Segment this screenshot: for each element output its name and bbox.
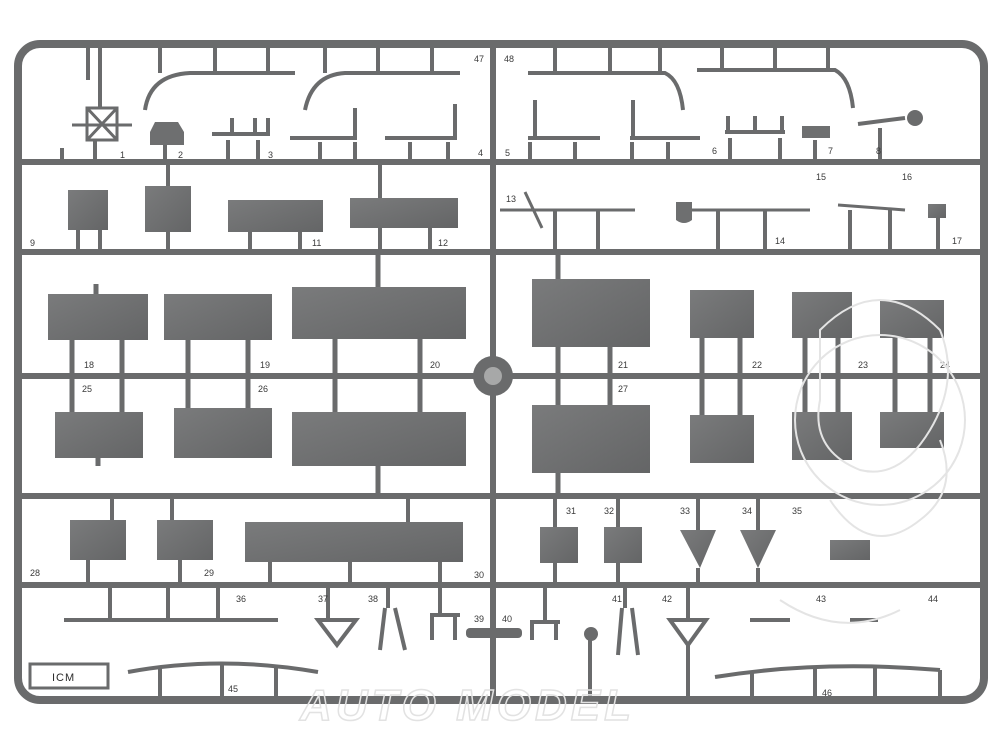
part-number: 1 xyxy=(120,150,125,160)
part-number: 37 xyxy=(318,594,328,604)
part-number: 25 xyxy=(82,384,92,394)
part-number: 26 xyxy=(258,384,268,394)
part-number: 40 xyxy=(502,614,512,624)
part-number: 34 xyxy=(742,506,752,516)
part-number: 44 xyxy=(928,594,938,604)
part-number: 18 xyxy=(84,360,94,370)
row4-panels xyxy=(55,405,944,473)
part-number: 43 xyxy=(816,594,826,604)
part-number: 21 xyxy=(618,360,628,370)
part-number: 14 xyxy=(775,236,785,246)
row5-gates xyxy=(86,496,760,585)
row3-panels xyxy=(48,279,944,347)
part-number: 9 xyxy=(30,238,35,248)
part-number: 35 xyxy=(792,506,802,516)
round-knob xyxy=(584,627,598,641)
sprue-frame xyxy=(14,40,988,704)
part-number: 46 xyxy=(822,688,832,698)
part-number: 15 xyxy=(816,172,826,182)
part-number: 30 xyxy=(474,570,484,580)
part-number: 12 xyxy=(438,238,448,248)
brand-label: ICM xyxy=(52,672,75,684)
part-number: 5 xyxy=(505,148,510,158)
part-number: 27 xyxy=(618,384,628,394)
watermark-text: AUTO MODEL xyxy=(299,681,635,730)
part-number: 17 xyxy=(952,236,962,246)
row2-tools xyxy=(500,191,906,229)
part-number: 45 xyxy=(228,684,238,694)
part-8-round xyxy=(907,110,923,126)
part-7 xyxy=(802,126,830,138)
row2-boxes xyxy=(68,186,946,232)
part-crate-1 xyxy=(72,106,132,142)
part-number: 4 xyxy=(478,148,483,158)
part-number: 29 xyxy=(204,568,214,578)
part-number: 31 xyxy=(566,506,576,516)
part-number: 36 xyxy=(236,594,246,604)
row2-gates xyxy=(76,162,940,252)
part-number: 48 xyxy=(504,54,514,64)
row1-gates xyxy=(60,48,882,162)
part-number: 8 xyxy=(876,146,881,156)
part-number: 39 xyxy=(474,614,484,624)
part-number: 23 xyxy=(858,360,868,370)
part-number: 2 xyxy=(178,150,183,160)
part-2 xyxy=(150,122,184,145)
part-number: 38 xyxy=(368,594,378,604)
row5-parts xyxy=(70,520,870,568)
row1-parts xyxy=(143,68,906,140)
part-number: 42 xyxy=(662,594,672,604)
brand-plate: ICM xyxy=(28,662,110,690)
small-block xyxy=(466,628,522,638)
part-number: 16 xyxy=(902,172,912,182)
part-number: 11 xyxy=(312,238,321,248)
part-number: 28 xyxy=(30,568,40,578)
part-number: 22 xyxy=(752,360,762,370)
part-number: 41 xyxy=(612,594,622,604)
watermark-logo xyxy=(779,299,966,624)
center-hub xyxy=(473,356,513,396)
row6-gates xyxy=(108,585,942,700)
row6-parts xyxy=(64,607,941,679)
part-number: 33 xyxy=(680,506,690,516)
part-number: 32 xyxy=(604,506,614,516)
panel-gates xyxy=(69,252,933,496)
part-number: 19 xyxy=(260,360,270,370)
part-number: 6 xyxy=(712,146,717,156)
part-number: 13 xyxy=(506,194,516,204)
part-number: 20 xyxy=(430,360,440,370)
shovel-part xyxy=(676,202,692,223)
part-number: 47 xyxy=(474,54,484,64)
part-number: 7 xyxy=(828,146,833,156)
part-number: 3 xyxy=(268,150,273,160)
part-number-labels: 1 2 3 4 5 6 7 8 9 11 12 13 14 15 16 17 1… xyxy=(30,54,962,698)
